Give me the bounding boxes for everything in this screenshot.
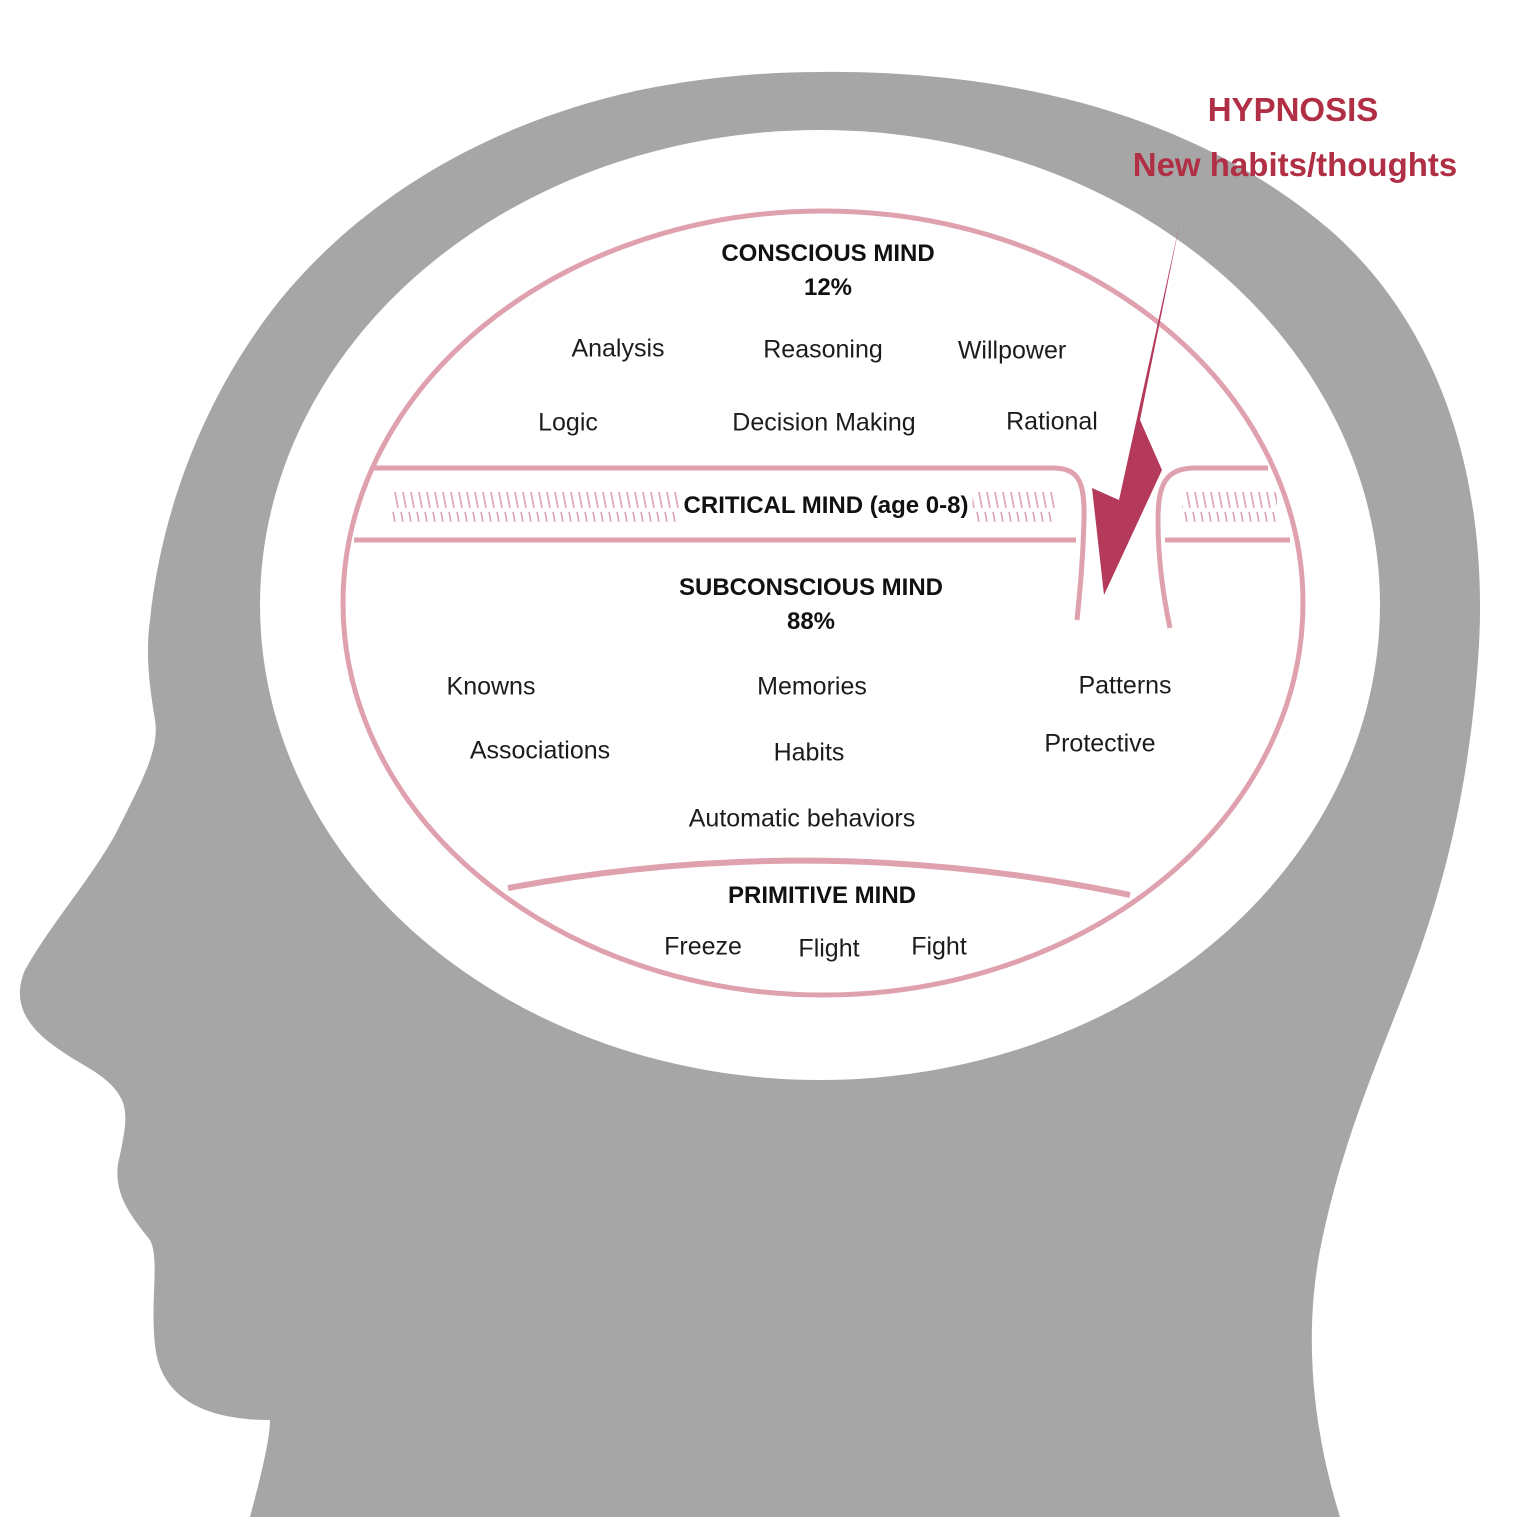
subconscious-item: Memories xyxy=(757,672,867,701)
subconscious-item: Protective xyxy=(1044,729,1156,758)
conscious-item: Willpower xyxy=(957,336,1067,365)
conscious-item: Decision Making xyxy=(732,408,916,437)
mind-oval xyxy=(340,208,1306,998)
subconscious-item: Habits xyxy=(773,738,845,767)
conscious-item: Reasoning xyxy=(763,335,883,364)
conscious-item: Rational xyxy=(1006,407,1098,436)
conscious-item: Logic xyxy=(538,408,598,437)
conscious-percent: 12% xyxy=(803,274,853,302)
hypnosis-title: HYPNOSIS xyxy=(1207,91,1379,128)
critical-title: CRITICAL MIND (age 0-8) xyxy=(679,489,973,523)
subconscious-item: Patterns xyxy=(1078,671,1172,700)
hypnosis-subtitle: New habits/thoughts xyxy=(1132,146,1458,183)
subconscious-item: Automatic behaviors xyxy=(688,804,916,833)
primitive-item: Fight xyxy=(911,932,967,961)
primitive-item: Freeze xyxy=(664,932,742,961)
primitive-item: Flight xyxy=(798,934,860,963)
subconscious-item: Knowns xyxy=(446,672,536,701)
hypnosis-arrow xyxy=(1092,222,1180,595)
primitive-title: PRIMITIVE MIND xyxy=(727,882,917,910)
subconscious-item: Associations xyxy=(469,736,611,765)
conscious-title: CONSCIOUS MIND xyxy=(721,240,935,268)
conscious-item: Analysis xyxy=(571,334,665,363)
subconscious-title: SUBCONSCIOUS MIND xyxy=(678,574,944,602)
primitive-divider xyxy=(507,857,1131,898)
brain-area xyxy=(260,130,1380,1080)
subconscious-percent: 88% xyxy=(786,608,836,636)
